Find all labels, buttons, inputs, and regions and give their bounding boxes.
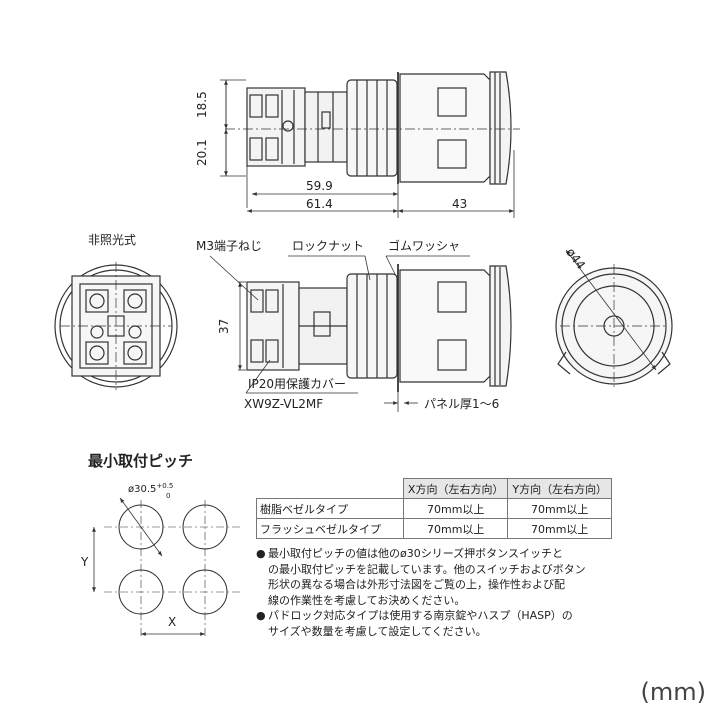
side-view-drawing (209, 255, 512, 412)
table-row: 樹脂ベゼルタイプ 70mm以上 70mm以上 (256, 498, 612, 519)
hole-tolerance-plus: +0.5 (156, 482, 174, 490)
table-cell: 70mm以上 (507, 518, 612, 539)
note-bullet: ● (256, 547, 266, 560)
note-line: 形状の異なる場合は外形寸法図をご覧の上，操作性および配 (268, 578, 565, 592)
hole-tolerance-minus: 0 (166, 492, 171, 500)
dim-61-4: 61.4 (306, 197, 333, 211)
table-header-blank (256, 478, 404, 499)
axis-x-label: X (168, 615, 177, 629)
table-cell: 樹脂ベゼルタイプ (256, 498, 404, 519)
dim-37: 37 (217, 318, 231, 334)
dim-20-1: 20.1 (195, 139, 209, 166)
label-ip20-cover: IP20用保護カバー (248, 377, 347, 391)
note-line: サイズや数量を考慮して設定してください。 (268, 624, 487, 638)
dim-59-9: 59.9 (306, 179, 333, 193)
label-cover-model: XW9Z-VL2MF (244, 397, 324, 411)
pitch-drawing (92, 497, 240, 636)
label-m3-screw: M3端子ねじ (196, 239, 262, 253)
note-line: 線の作業性を考慮してお決めください。 (268, 593, 466, 607)
top-view-drawing (220, 71, 520, 218)
table-row: フラッシュベゼルタイプ 70mm以上 70mm以上 (256, 518, 612, 539)
pitch-title: 最小取付ピッチ (88, 452, 194, 470)
rear-view-drawing (54, 262, 178, 390)
table-header-x: X方向（左右方向） (402, 478, 509, 499)
table-cell: 70mm以上 (402, 518, 509, 539)
note-bullet: ● (256, 609, 266, 623)
label-rubber-washer: ゴムワッシャ (388, 239, 461, 253)
dim-18-5: 18.5 (195, 91, 209, 118)
note-line: 最小取付ピッチの値は他のø30シリーズ押ボタンスイッチと (268, 547, 563, 560)
label-panel-thickness: パネル厚1～6 (424, 397, 500, 411)
note-line: の最小取付ピッチを記載しています。他のスイッチおよびボタン (268, 562, 586, 576)
dim-43: 43 (452, 197, 468, 211)
rear-view-title: 非照光式 (88, 233, 137, 247)
hole-diameter-value: ø30.5 (128, 484, 157, 495)
notes: ● 最小取付ピッチの値は他のø30シリーズ押ボタンスイッチと の最小取付ピッチを… (256, 546, 626, 640)
hole-diameter: ø30.5+0.5 (128, 482, 174, 495)
table-cell: 70mm以上 (402, 498, 509, 519)
table-cell: フラッシュベゼルタイプ (256, 518, 404, 539)
table-header-row: X方向（左右方向） Y方向（左右方向） (256, 478, 612, 499)
note-item: ● 最小取付ピッチの値は他のø30シリーズ押ボタンスイッチと の最小取付ピッチを… (256, 546, 626, 608)
pitch-spec-table: X方向（左右方向） Y方向（左右方向） 樹脂ベゼルタイプ 70mm以上 70mm… (256, 478, 612, 539)
table-header-y: Y方向（左右方向） (507, 478, 612, 499)
note-line: パドロック対応タイプは使用する南京錠やハスプ（HASP）の (268, 609, 573, 623)
axis-y-label: Y (81, 555, 89, 569)
table-cell: 70mm以上 (507, 498, 612, 519)
unit-label: (mm) (640, 678, 706, 706)
front-view-drawing (555, 249, 673, 388)
label-lock-nut: ロックナット (292, 239, 365, 253)
note-item: ● パドロック対応タイプは使用する南京錠やハスプ（HASP）の サイズや数量を考… (256, 608, 626, 639)
